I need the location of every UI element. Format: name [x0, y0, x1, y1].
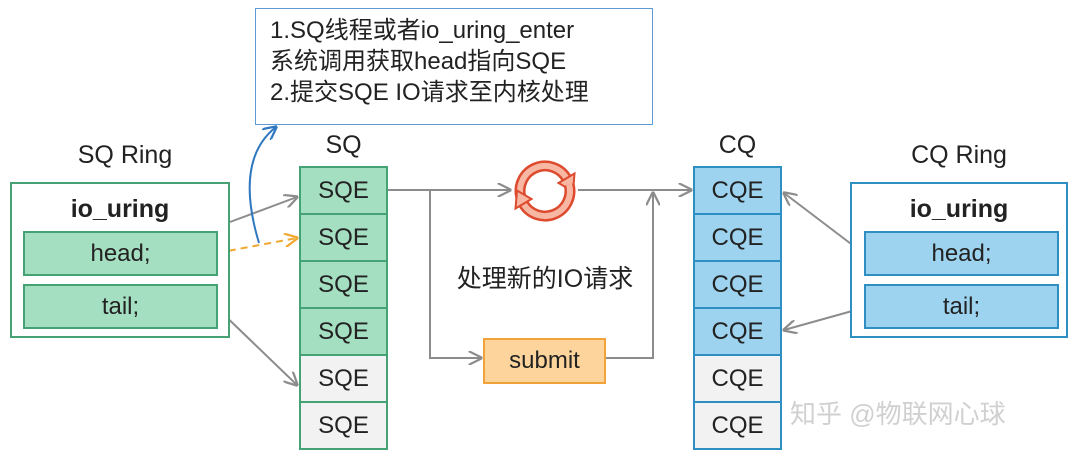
callout-note: 1.SQ线程或者io_uring_enter 系统调用获取head指向SQE 2…	[255, 8, 653, 125]
sqe-slot: SQE	[301, 168, 386, 213]
sq-ring-title: SQ Ring	[77, 141, 173, 169]
sqe-slot: SQE	[301, 401, 386, 448]
cq-ring-title: CQ Ring	[911, 141, 1007, 169]
cq-title: CQ	[718, 131, 757, 159]
callout-line-2: 系统调用获取head指向SQE	[270, 48, 567, 75]
callout-line-1: 1.SQ线程或者io_uring_enter	[270, 17, 575, 44]
cqe-slot: CQE	[695, 260, 780, 307]
arrow-ring-to-sq-first	[229, 197, 297, 223]
cq-ring-box: io_uring head; tail;	[850, 182, 1068, 338]
sq-title: SQ	[325, 131, 362, 159]
cqe-slot: CQE	[695, 213, 780, 260]
sqe-slot: SQE	[301, 354, 386, 401]
sq-ring-box: io_uring head; tail;	[10, 182, 230, 338]
cq-ring-struct-name: io_uring	[909, 195, 1009, 223]
sqe-slot: SQE	[301, 213, 386, 260]
sq-ring-tail: tail;	[23, 284, 218, 329]
sq-ring-struct-name: io_uring	[70, 195, 170, 223]
watermark: 知乎 @物联网心球	[790, 399, 1006, 429]
callout-line-3: 2.提交SQE IO请求至内核处理	[270, 79, 589, 106]
submit-box: submit	[483, 338, 606, 384]
sq-queue: SQE SQE SQE SQE SQE SQE	[299, 166, 388, 450]
cq-ring-tail: tail;	[864, 284, 1059, 329]
arrow-head-to-callout	[248, 127, 276, 244]
cqe-slot: CQE	[695, 354, 780, 401]
cq-queue: CQE CQE CQE CQE CQE CQE	[693, 166, 782, 450]
cqe-slot: CQE	[695, 168, 780, 213]
sqe-slot: SQE	[301, 307, 386, 354]
sqe-slot: SQE	[301, 260, 386, 307]
processing-label: 处理新的IO请求	[456, 265, 634, 293]
cqe-slot: CQE	[695, 401, 780, 448]
cq-ring-head: head;	[864, 231, 1059, 276]
sq-ring-head: head;	[23, 231, 218, 276]
cqe-slot: CQE	[695, 307, 780, 354]
refresh-cycle-icon	[514, 160, 576, 222]
